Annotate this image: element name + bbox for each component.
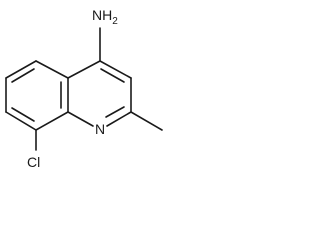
amine-hydrogen-count: 2	[112, 16, 118, 27]
bond-c2-n1-inner	[105, 106, 125, 118]
amine-hydrogen-symbol: H	[102, 7, 112, 23]
chemical-structure-diagram: NH2 N Cl	[5, 7, 163, 170]
bond-c4-c3	[99, 60, 132, 79]
bond-c8-c8a	[35, 111, 69, 131]
bond-c7-c8-double	[11, 107, 35, 122]
bond-c2-methyl	[130, 111, 163, 131]
bond-c4a-c5	[35, 60, 69, 79]
bond-c2-n1-double	[106, 111, 132, 127]
bond-c5-c6	[5, 60, 37, 79]
benzene-ring	[5, 60, 69, 131]
amine-label: NH2	[92, 7, 118, 27]
bond-c7-c8	[5, 111, 37, 131]
bond-c4a-c4	[67, 60, 101, 79]
ring-nitrogen-label: N	[95, 121, 105, 137]
pyridine-ring	[67, 60, 132, 127]
bond-n1-c8a	[67, 111, 94, 127]
bond-c6-c6-double	[11, 68, 35, 83]
amine-nitrogen-symbol: N	[92, 7, 102, 23]
chlorine-label: Cl	[27, 154, 40, 170]
bond-c4-c3-double	[100, 68, 125, 83]
